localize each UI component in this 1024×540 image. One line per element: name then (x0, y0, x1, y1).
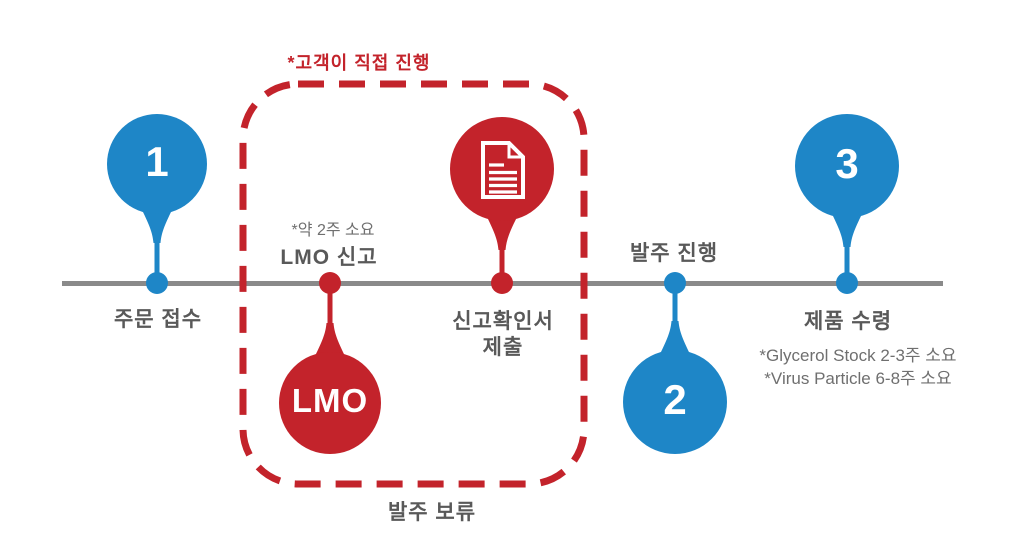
glycerol-stock-note: *Glycerol Stock 2-3주 소요 (759, 346, 957, 365)
step1-label: 주문 접수 (113, 308, 203, 331)
timeline-dot-step2 (664, 272, 686, 294)
step3-duration-notes: *Glycerol Stock 2-3주 소요 *Virus Particle … (759, 344, 956, 390)
lmo-badge: LMO (291, 382, 369, 419)
balloon-step1 (107, 114, 207, 294)
balloon-step3 (795, 114, 899, 294)
timeline-dot-step3 (836, 272, 858, 294)
order-hold-label: 발주 보류 (387, 501, 477, 524)
customer-region-dashed-box (239, 80, 588, 488)
lmo-duration-note: *약 2주 소요 (291, 222, 375, 239)
step2-label: 발주 진행 (629, 242, 719, 265)
step3-label: 제품 수령 (803, 310, 893, 333)
balloon-document (450, 117, 554, 294)
document-icon (481, 141, 525, 199)
step1-number: 1 (145, 138, 169, 185)
balloon-step2 (623, 272, 727, 454)
timeline-dot-lmo (319, 272, 341, 294)
virus-particle-note: *Virus Particle 6-8주 소요 (764, 369, 952, 388)
lmo-report-label: LMO 신고 (280, 246, 378, 269)
balloon-lmo (279, 272, 381, 454)
document-submit-label-line2: 제출 (482, 336, 524, 359)
customer-direct-note: *고객이 직접 진행 (287, 53, 431, 73)
step2-number: 2 (663, 376, 687, 423)
timeline-dot-document (491, 272, 513, 294)
document-submit-label: 신고확인서 제출 (452, 309, 554, 361)
document-submit-label-line1: 신고확인서 (452, 310, 554, 333)
step3-number: 3 (835, 140, 859, 187)
timeline-dot-step1 (146, 272, 168, 294)
